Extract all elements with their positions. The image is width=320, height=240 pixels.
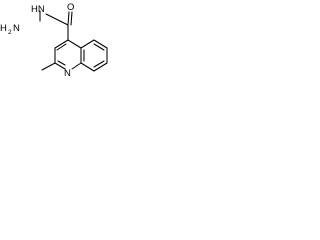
atom-label-subscript-2: 2 bbox=[8, 29, 12, 36]
atom-label-hn: HN bbox=[31, 4, 45, 15]
bond-n1-c8a bbox=[71, 62, 82, 70]
atom-label-n: N bbox=[13, 23, 20, 34]
atom-label-h: H bbox=[0, 23, 7, 34]
bond-carbonyl-o-second bbox=[70, 11, 73, 26]
bond-c2-n1-inner bbox=[57, 60, 66, 66]
atom-label-o: O bbox=[67, 2, 74, 13]
bond-c4-c3-inner bbox=[56, 43, 67, 51]
atom-label-ring-n: N bbox=[64, 68, 71, 79]
bond-carbonyl-o bbox=[67, 11, 70, 26]
bond-c2-n1 bbox=[54, 62, 66, 70]
molecule-diagram: HN H 2 N O N bbox=[0, 2, 108, 79]
bond-c7-c8 bbox=[93, 62, 108, 72]
bond-c4a-c4 bbox=[67, 39, 82, 49]
bond-c7-c8-inner bbox=[93, 60, 105, 68]
bond-c2-methyl bbox=[41, 62, 56, 71]
bond-c4-c3 bbox=[54, 39, 69, 49]
bond-c8-c8a bbox=[80, 62, 95, 72]
bond-c4a-c5 bbox=[80, 39, 95, 49]
bond-c5-c6-inner bbox=[93, 43, 105, 51]
bond-c5-c6 bbox=[93, 39, 108, 49]
bond-n-carbonyl bbox=[45, 13, 69, 26]
